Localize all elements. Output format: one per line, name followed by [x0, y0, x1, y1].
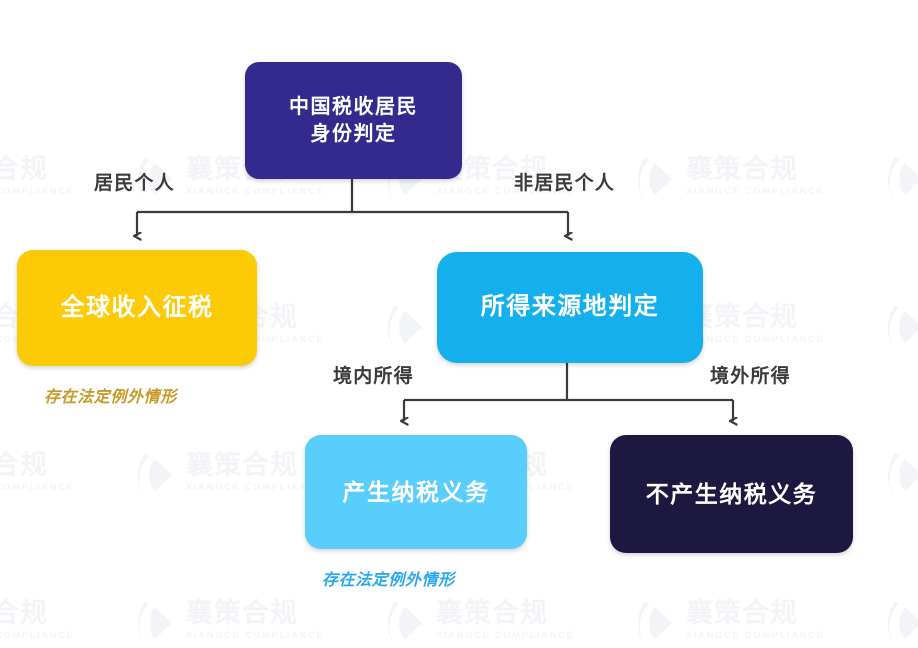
- node-source-label: 所得来源地判定: [480, 293, 660, 321]
- edge-label-domestic-income: 境内所得: [333, 366, 414, 387]
- node-no-tax-obligation[interactable]: 不产生纳税义务: [610, 435, 853, 553]
- node-liable-label: 产生纳税义务: [342, 478, 490, 505]
- node-global-income-taxation[interactable]: 全球收入征税: [17, 250, 257, 366]
- node-global-label: 全球收入征税: [60, 293, 214, 321]
- node-root-label: 中国税收居民 身份判定: [289, 95, 418, 145]
- footnote-tax-obligation-exception: 存在法定例外情形: [322, 572, 455, 589]
- node-income-source-determination[interactable]: 所得来源地判定: [437, 252, 703, 363]
- footnote-global-income-exception: 存在法定例外情形: [44, 389, 177, 406]
- edge-label-foreign-income: 境外所得: [710, 366, 791, 387]
- edge-label-nonresident-individual: 非居民个人: [514, 173, 616, 194]
- node-notliable-label: 不产生纳税义务: [645, 480, 818, 507]
- edge-label-resident-individual: 居民个人: [94, 173, 175, 194]
- node-china-tax-resident-determination[interactable]: 中国税收居民 身份判定: [245, 62, 462, 179]
- node-tax-obligation-arises[interactable]: 产生纳税义务: [305, 435, 527, 549]
